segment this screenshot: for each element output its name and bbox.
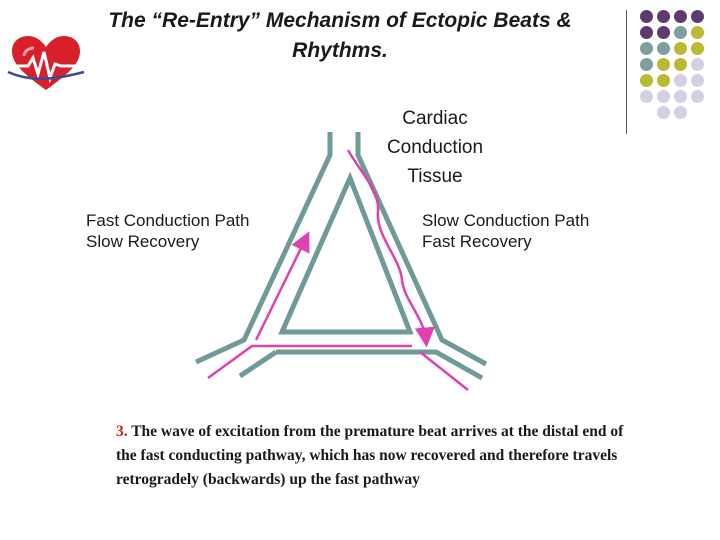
reentry-circuit-diagram (194, 132, 488, 391)
fast-pathway-outer-left (194, 132, 333, 365)
decorative-dot (657, 106, 670, 119)
step-caption: 3. The wave of excitation from the prema… (116, 420, 636, 492)
decorative-dot (691, 42, 704, 55)
decorative-dot (674, 10, 687, 23)
decorative-dot (640, 42, 653, 55)
decorative-dot (640, 10, 653, 23)
vertical-divider (626, 10, 627, 134)
decorative-dot-grid (640, 10, 720, 120)
decorative-dot (674, 106, 687, 119)
decorative-dot (691, 26, 704, 39)
tissue-label-line-1: Cardiac (402, 108, 468, 129)
fast-path-label: Fast Conduction Path Slow Recovery (86, 210, 249, 252)
decorative-dot (640, 90, 653, 103)
slide-title: The “Re-Entry” Mechanism of Ectopic Beat… (40, 6, 640, 66)
slow-path-label-line-1: Slow Conduction Path (422, 211, 590, 230)
bottom-impulse-line (207, 344, 412, 380)
title-line-1: The “Re-Entry” Mechanism of Ectopic Beat… (108, 9, 572, 32)
decorative-dot (691, 10, 704, 23)
decorative-dot (640, 58, 653, 71)
decorative-dot (640, 74, 653, 87)
bottom-pathway-left (238, 349, 278, 379)
cardiac-conduction-tissue-label: Cardiac Conduction Tissue (360, 104, 510, 191)
caption-text: The wave of excitation from the prematur… (116, 423, 624, 488)
inner-triangle-path (278, 171, 414, 335)
decorative-dot (657, 90, 670, 103)
heart-ecg-logo-icon (7, 36, 85, 90)
tissue-label-line-2: Conduction (386, 137, 484, 158)
decorative-dot (657, 58, 670, 71)
fast-path-retrograde-arrow (254, 231, 310, 341)
decorative-dot (674, 74, 687, 87)
decorative-dot (657, 26, 670, 39)
slow-path-impulse-arrow (346, 149, 435, 348)
bottom-pathway-right (276, 349, 484, 381)
title-line-2: Rhythms. (292, 39, 388, 62)
decorative-dot (674, 58, 687, 71)
decorative-dot (674, 26, 687, 39)
slow-path-label: Slow Conduction Path Fast Recovery (422, 210, 589, 252)
fast-path-label-line-2: Slow Recovery (86, 232, 200, 251)
decorative-dot (640, 26, 653, 39)
decorative-dot (657, 10, 670, 23)
slow-pathway-outer-right (355, 132, 488, 367)
bottom-right-impulse-line (419, 351, 469, 391)
decorative-dot (691, 90, 704, 103)
decorative-dot (657, 74, 670, 87)
decorative-dot (674, 42, 687, 55)
slow-path-label-line-2: Fast Recovery (422, 232, 532, 251)
decorative-dot (691, 74, 704, 87)
decorative-dot (691, 58, 704, 71)
caption-step-number: 3. (116, 423, 128, 440)
decorative-dot (657, 42, 670, 55)
tissue-label-line-3: Tissue (407, 166, 463, 187)
fast-path-label-line-1: Fast Conduction Path (86, 211, 250, 230)
decorative-dot (674, 90, 687, 103)
